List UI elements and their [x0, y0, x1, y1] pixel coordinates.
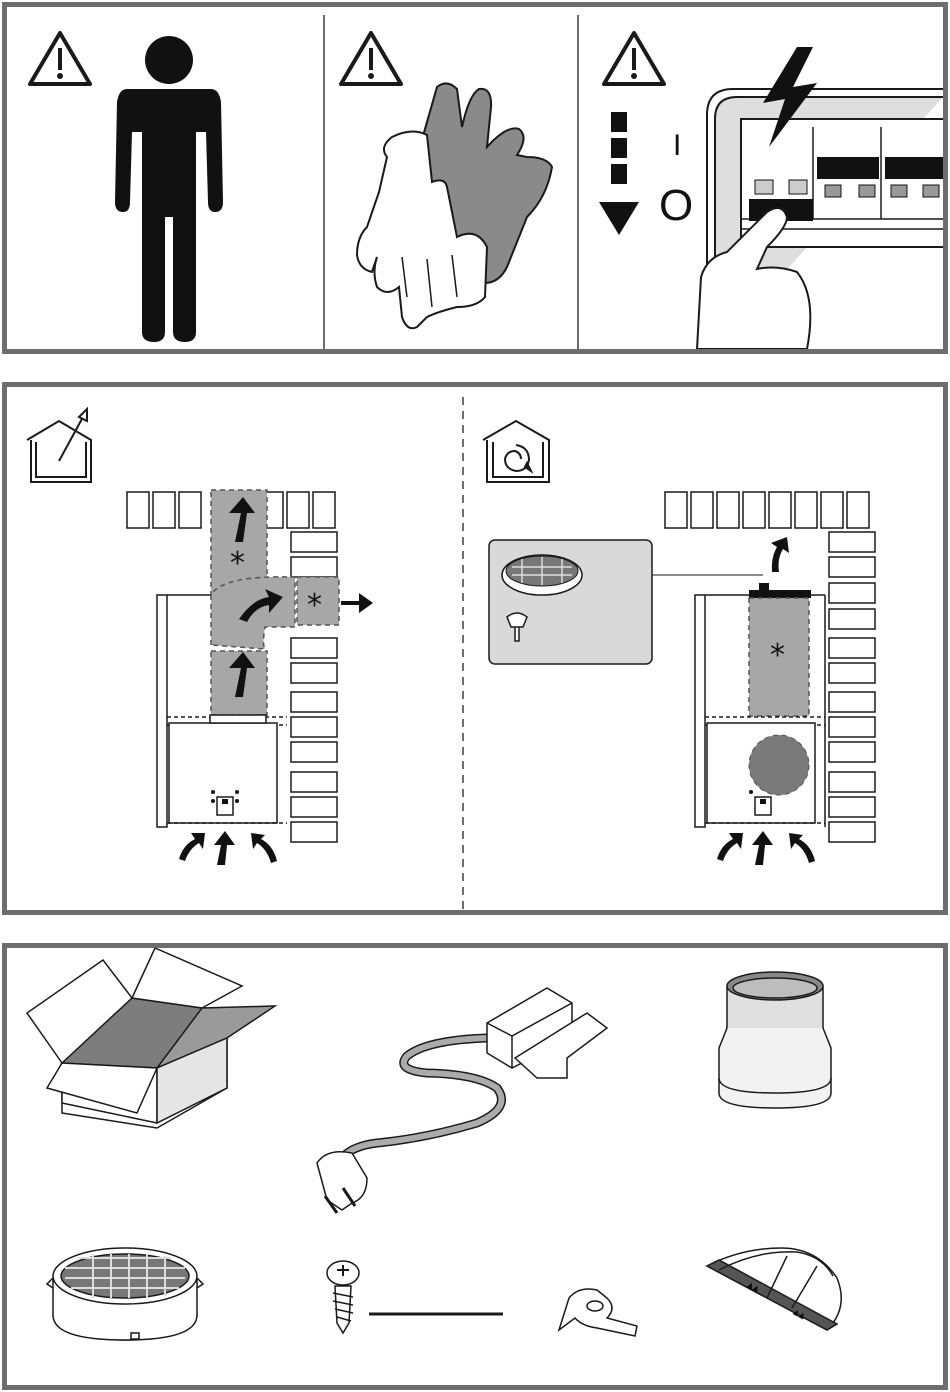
screw-icon: [327, 1261, 503, 1333]
duct-mark: *: [230, 546, 245, 581]
modes-panel: * *: [2, 382, 948, 915]
warning-triangle-icon: [30, 33, 90, 84]
parts-panel: ▲▲ ▲▲: [2, 943, 948, 1390]
switch-off-symbol: O: [659, 181, 693, 230]
warning-triangle-icon: [604, 33, 664, 84]
house-extraction-icon: [27, 409, 91, 482]
duct-mark: *: [307, 588, 322, 623]
airflow-arrow-icon: [179, 831, 277, 865]
warning-triangle-icon: [341, 33, 401, 84]
switch-on-symbol: I: [673, 129, 681, 162]
safety-panel: I O: [2, 2, 948, 354]
filter-callout: [489, 540, 763, 664]
fuse-box-icon: [697, 47, 943, 349]
grease-filter-icon: [47, 1248, 203, 1340]
duct-mark: *: [770, 638, 785, 673]
wall-bricks: [665, 492, 869, 528]
duct-reducer-icon: [719, 972, 831, 1108]
cardboard-box-icon: [27, 948, 275, 1128]
wall-bricks: [829, 532, 875, 842]
airflow-arrow-icon: [717, 831, 815, 865]
carbon-filter: [749, 735, 809, 795]
switch-off-arrow-icon: [599, 112, 639, 235]
house-recirculation-icon: [483, 421, 549, 482]
flap-valve-icon: ▲▲ ▲▲: [707, 1248, 841, 1330]
airflow-arrow-icon: [771, 537, 789, 572]
power-cable-icon: [317, 988, 607, 1213]
cable-clip-icon: [559, 1289, 637, 1336]
gloves-icon: [357, 83, 552, 328]
person-icon: [115, 36, 223, 342]
